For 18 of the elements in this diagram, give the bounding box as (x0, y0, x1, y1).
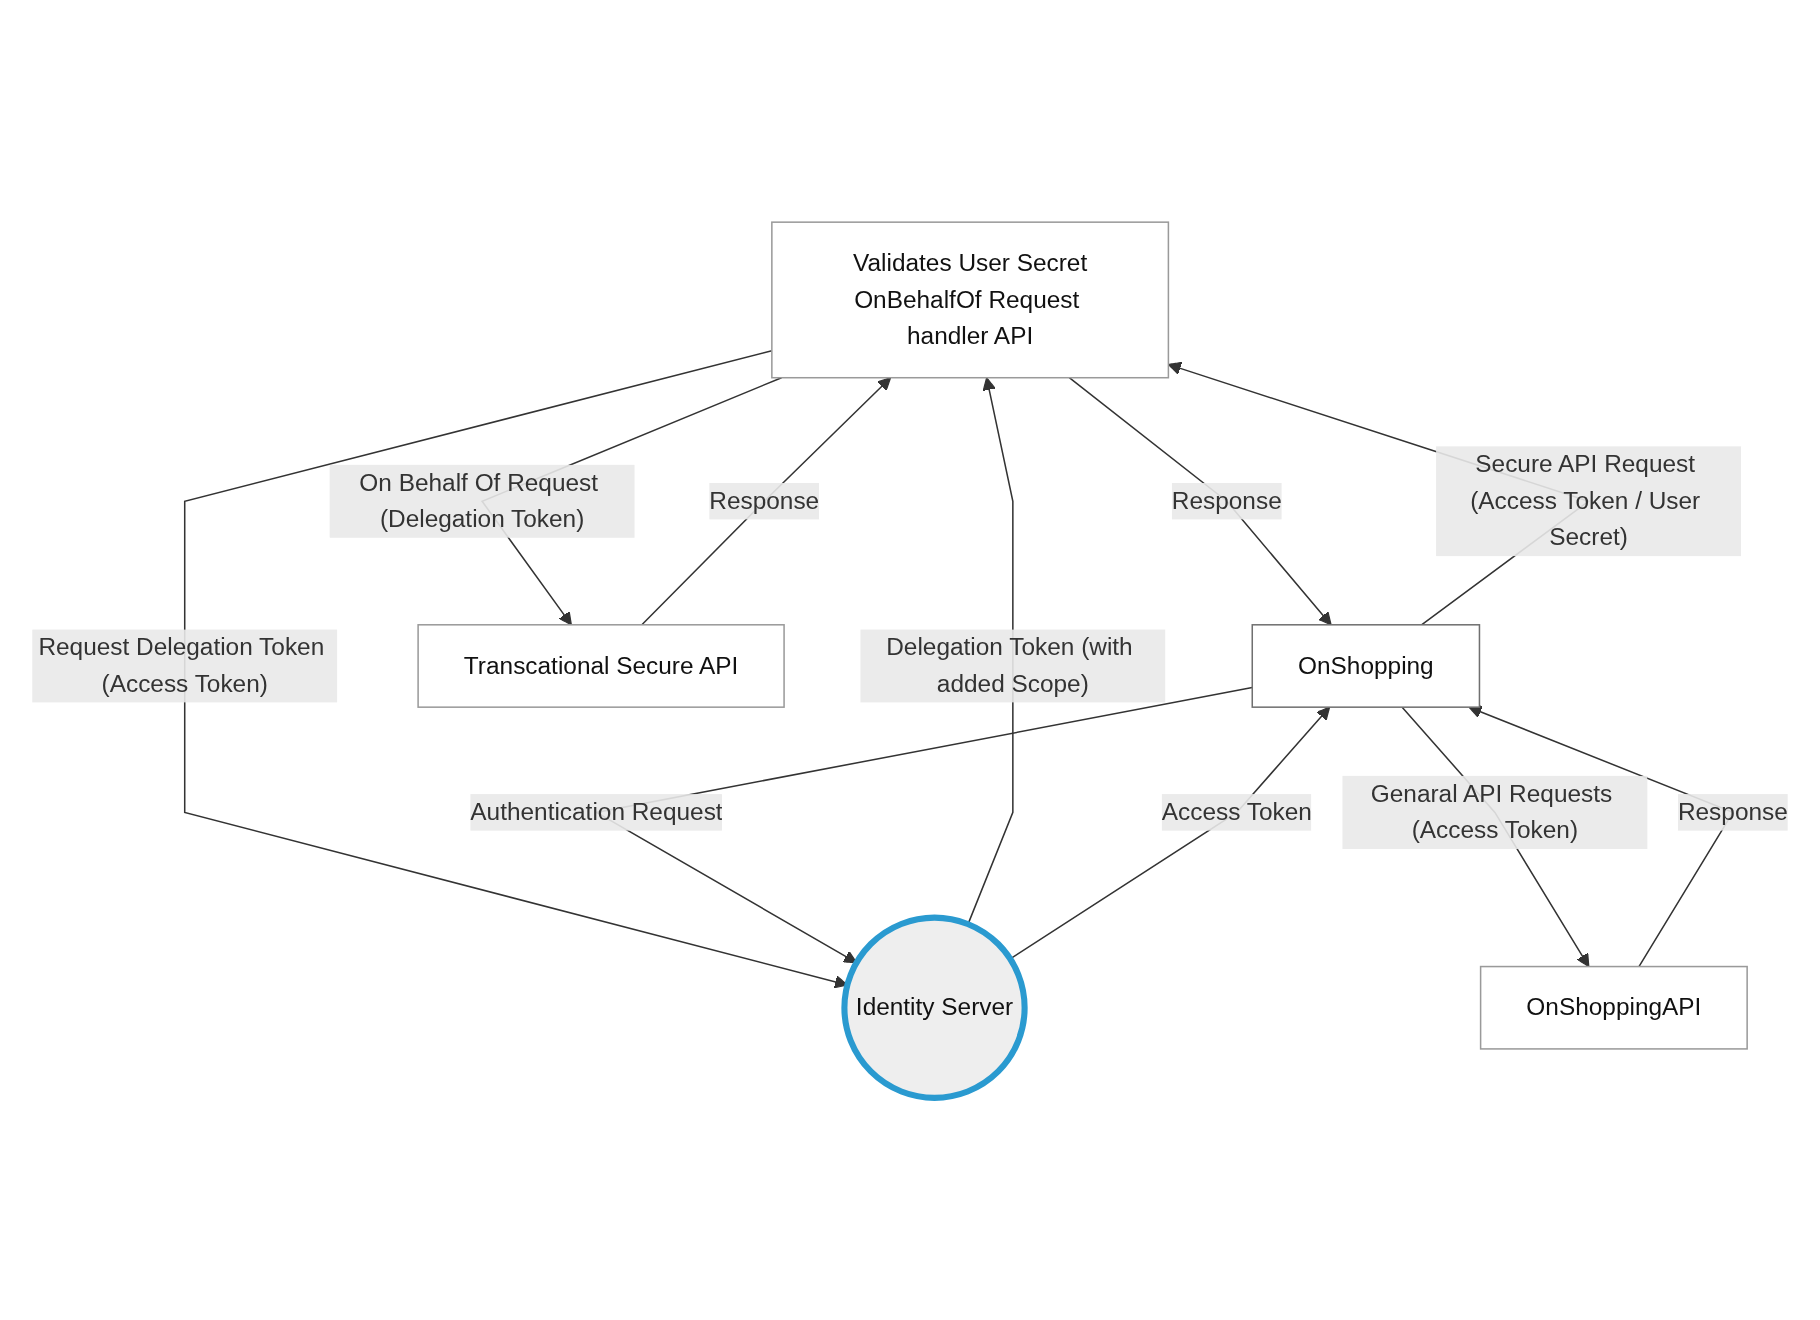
node-circle (841, 914, 1028, 1101)
edge-label: Response (1171, 487, 1282, 514)
edge-label: Authentication Request (470, 798, 723, 825)
edge-label: Genaral API Requests (Access Token) (1370, 780, 1613, 843)
node-box (1479, 965, 1748, 1050)
arrow (1068, 376, 1332, 626)
node-box (417, 624, 785, 708)
edge-label: Response (1677, 798, 1788, 825)
edge-label: Delegation Token (with added Scope) (886, 633, 1133, 697)
edge-label: Request Delegation Token (Access Token) (38, 633, 325, 697)
flowchart: Secure API Request (Access Token / User Secret) Response On Behalf Of Request (Delegation Token) Response Request Delegation Token (Access Token) Delegation Token (with added Scope) Authentication Request Access Token Response Genaral API Requests (Access Token) Validates User Secret OnBehalfOf Request handler API OnShopping Identity Server Transcational Secure API OnShoppingAPI (20, 20, 1800, 1300)
edge-label: Secure API Request (Access Token / User Secret) (1470, 450, 1701, 551)
arrow (641, 377, 892, 626)
node-box (771, 221, 1170, 379)
edge-label: On Behalf Of Request (Delegation Token) (359, 469, 599, 532)
node-box (1251, 624, 1481, 708)
edge-label: Access Token (1161, 798, 1312, 825)
edge-label: Response (709, 487, 820, 514)
